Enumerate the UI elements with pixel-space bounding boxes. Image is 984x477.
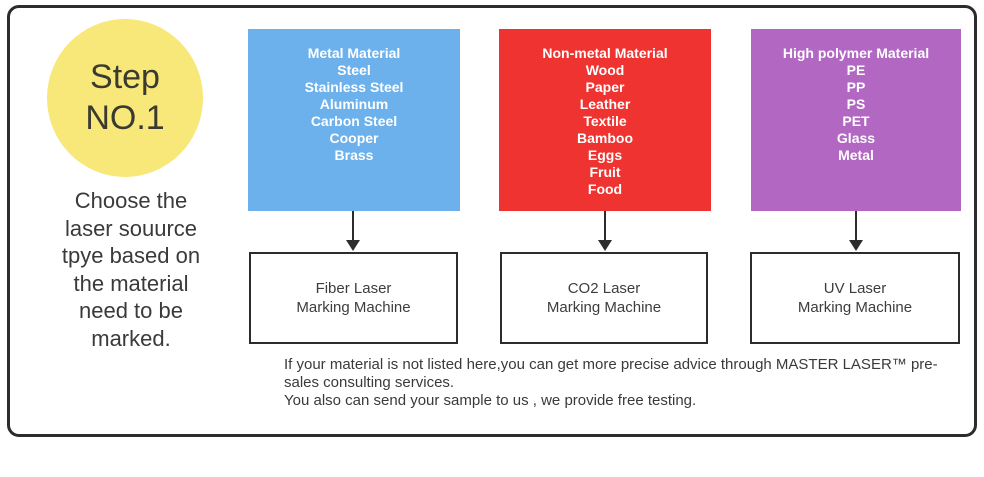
step-badge: Step NO.1 (47, 19, 203, 177)
arrow-shaft (352, 211, 354, 240)
material-item: Aluminum (319, 96, 389, 112)
arrow-head (346, 240, 360, 251)
footnote-line: sales consulting services. (284, 373, 455, 391)
machine-label-line2: Marking Machine (546, 299, 662, 316)
material-item: Carbon Steel (310, 113, 398, 129)
material-box-metal: Metal Material Steel Stainless Steel Alu… (248, 29, 460, 211)
footnote-line: If your material is not listed here,you … (284, 356, 938, 373)
material-title: High polymer Material (782, 45, 930, 61)
material-item: PE (846, 62, 866, 78)
material-box-polymer: High polymer Material PE PP PS PET Glass… (751, 29, 961, 211)
footnote: If your material is not listed here,you … (284, 356, 974, 409)
arrow-shaft (855, 211, 857, 240)
machine-label-line1: UV Laser (823, 280, 887, 297)
material-item: Steel (337, 62, 371, 78)
material-item: Eggs (587, 147, 623, 163)
machine-label-line1: Fiber Laser (315, 280, 392, 297)
material-item: Textile (583, 113, 627, 129)
material-item: Cooper (329, 130, 379, 146)
arrow-shaft (604, 211, 606, 240)
material-item: Leather (579, 96, 631, 112)
arrow-head (849, 240, 863, 251)
machine-box-fiber-laser: Fiber Laser Marking Machine (249, 252, 458, 344)
material-item: PP (846, 79, 866, 95)
machine-box-co2-laser: CO2 Laser Marking Machine (500, 252, 708, 344)
arrow-down-icon (849, 211, 863, 251)
machine-box-uv-laser: UV Laser Marking Machine (750, 252, 960, 344)
step-badge-line1: Step (90, 58, 160, 96)
material-box-nonmetal: Non-metal Material Wood Paper Leather Te… (499, 29, 711, 211)
arrow-head (598, 240, 612, 251)
material-item: Brass (334, 147, 374, 163)
material-item: PS (846, 96, 866, 112)
material-item: Food (587, 181, 623, 197)
material-title: Metal Material (307, 45, 401, 61)
material-item: Glass (836, 130, 876, 146)
step-badge-line2: NO.1 (85, 99, 165, 137)
arrow-down-icon (346, 211, 360, 251)
material-title: Non-metal Material (542, 45, 668, 61)
machine-label-line2: Marking Machine (296, 299, 411, 316)
material-item: PET (842, 113, 870, 129)
footnote-line: You also can send your sample to us , we… (284, 391, 697, 409)
machine-label-line1: CO2 Laser (567, 280, 641, 297)
machine-label-line2: Marking Machine (797, 299, 913, 316)
arrow-down-icon (598, 211, 612, 251)
material-item: Wood (585, 62, 625, 78)
material-item: Paper (585, 79, 625, 95)
material-item: Bamboo (577, 130, 633, 146)
material-item: Metal (838, 147, 874, 163)
material-item: Stainless Steel (304, 79, 404, 95)
instruction-text: Choose the laser souurce tpye based on t… (61, 188, 201, 351)
material-item: Fruit (589, 164, 621, 180)
